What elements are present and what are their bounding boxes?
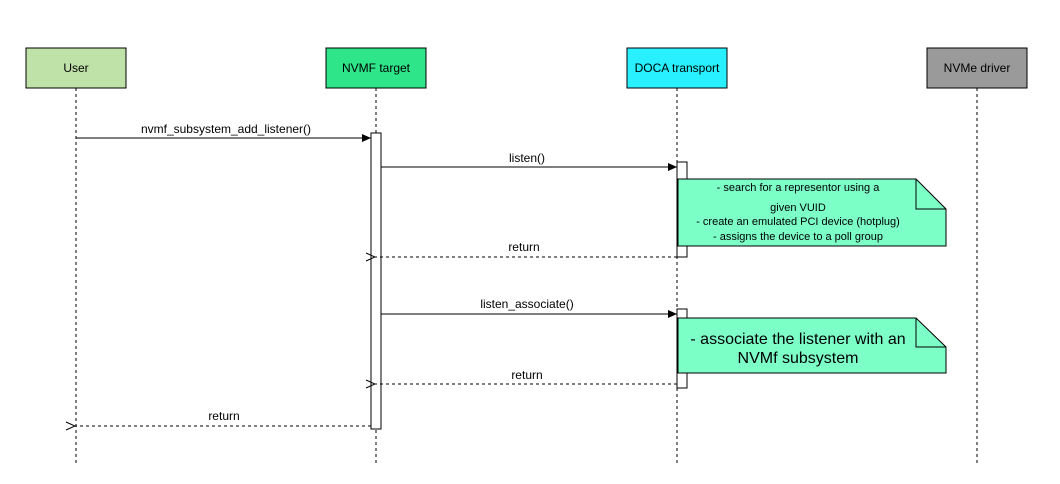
note-listen-line-3: - create an emulated PCI device (hotplug… (696, 216, 900, 228)
message-return-1-label: return (508, 240, 539, 254)
note-associate-details: - associate the listener with an NVMf su… (677, 317, 947, 374)
participant-nvmf-target: NVMF target (325, 47, 427, 89)
note-associate-line-2: NVMf subsystem (738, 350, 859, 367)
participant-doca-transport-label: DOCA transport (635, 61, 720, 75)
message-add-listener-label: nvmf_subsystem_add_listener() (141, 122, 311, 136)
activation-nvmf-target (370, 132, 382, 430)
participant-doca-transport: DOCA transport (626, 47, 728, 89)
message-return-3-label: return (208, 409, 239, 423)
note-listen-details: - search for a representor using a given… (677, 178, 947, 247)
note-listen-line-2: given VUID (770, 202, 826, 214)
participant-nvme-driver-label: NVMe driver (944, 61, 1011, 75)
message-listen-associate-label: listen_associate() (480, 297, 573, 311)
note-listen-line-4: - assigns the device to a poll group (713, 231, 883, 243)
participant-nvme-driver: NVMe driver (926, 47, 1028, 89)
participant-nvmf-target-label: NVMF target (342, 61, 411, 75)
message-listen-label: listen() (509, 151, 545, 165)
participant-user-label: User (63, 61, 88, 75)
note-listen-line-1: - search for a representor using a (717, 182, 881, 194)
note-associate-line-1: - associate the listener with an (690, 331, 905, 348)
message-return-2-label: return (511, 368, 542, 382)
participant-user: User (25, 47, 127, 89)
